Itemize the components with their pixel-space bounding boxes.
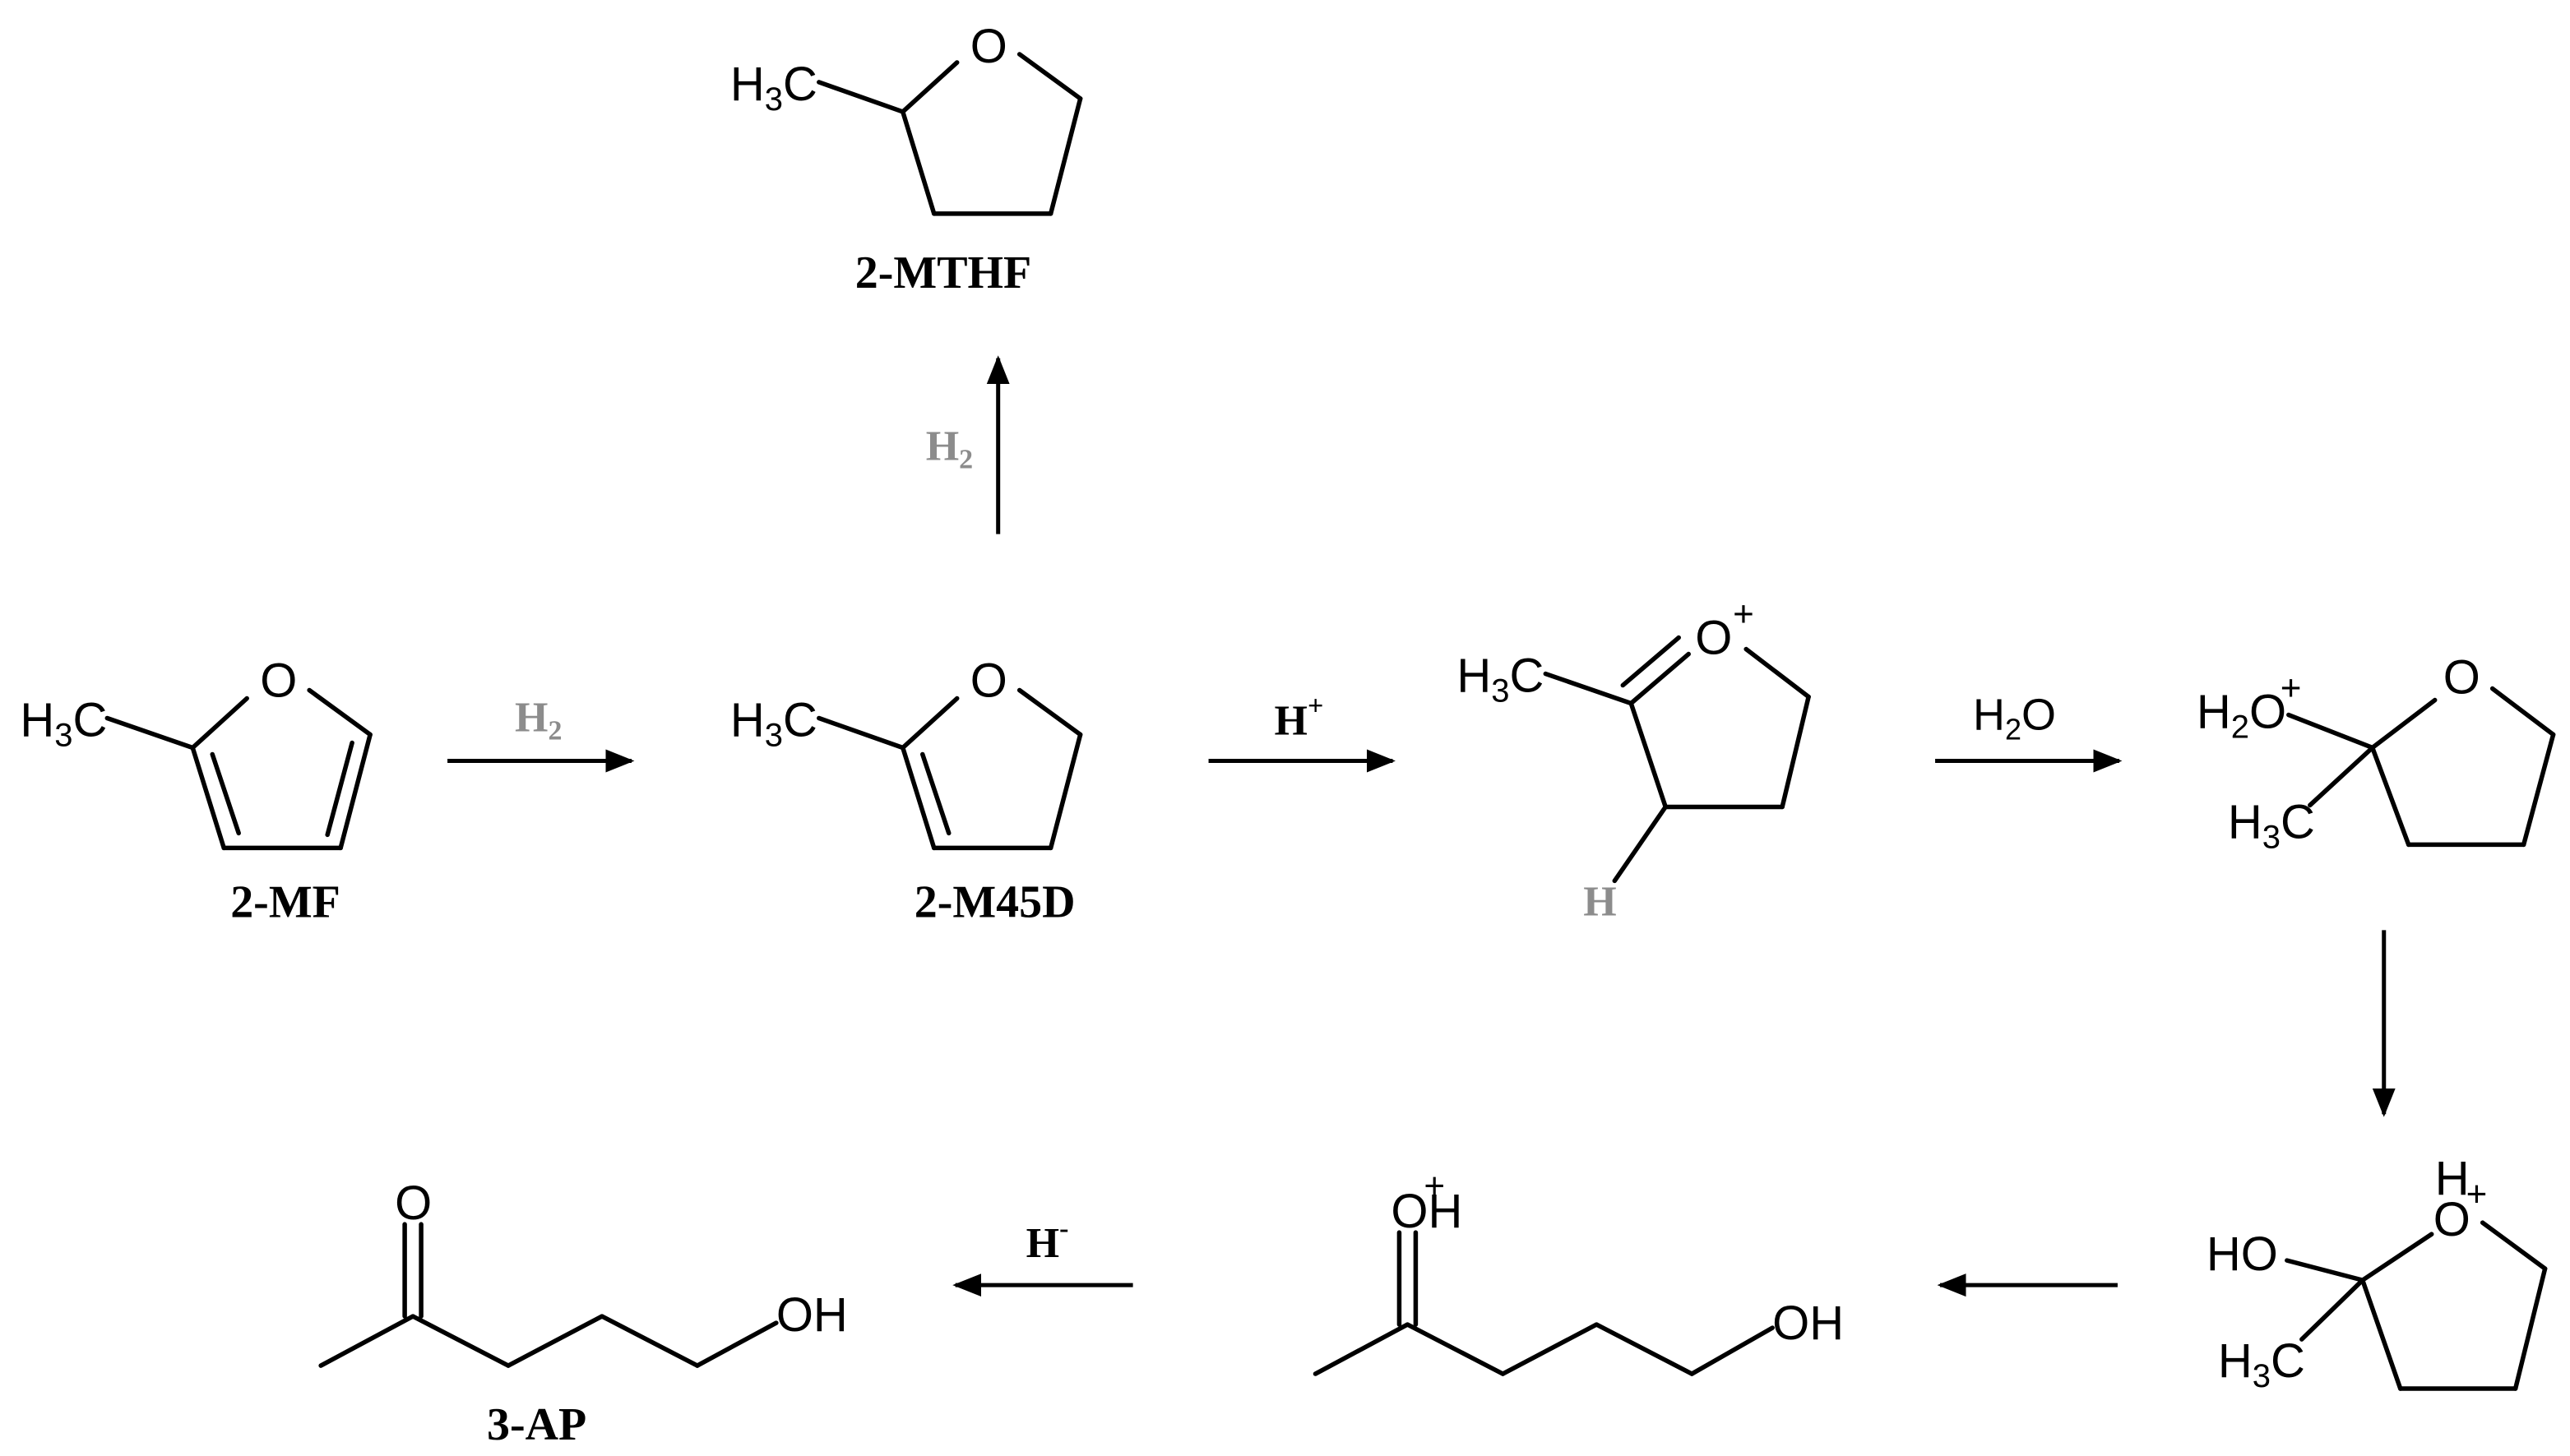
arrow-oxocarbenium-to-hydrated: H2O	[1935, 690, 2123, 773]
compound-label-2-mf: 2-MF	[230, 876, 340, 927]
mf-methyl: H3C	[20, 694, 107, 753]
hemiketal-methyl: H3C	[2218, 1335, 2305, 1394]
compound-label-3-ap: 3-AP	[487, 1399, 586, 1450]
compound-3-ap: O OH 3-AP	[318, 1177, 848, 1450]
compound-2-mf: H3C O 2-MF	[20, 655, 373, 927]
compound-2-mthf: H3C O 2-MTHF	[730, 21, 1083, 298]
hemiketal-oxygen: O	[2433, 1194, 2470, 1246]
compound-label-2-mthf: 2-MTHF	[855, 247, 1031, 298]
ap-carbonyl-oxygen: O	[395, 1177, 432, 1230]
oxocarbenium-methyl: H3C	[1456, 650, 1544, 710]
mf-oxygen: O	[260, 655, 297, 708]
reagent-h-plus-step3: H+	[1275, 691, 1324, 745]
hydrated-oxygen: O	[2443, 652, 2480, 705]
arrow-m45d-to-oxocarbenium: H+	[1208, 691, 1396, 773]
hemiketal-charge: +	[2466, 1174, 2488, 1214]
oxocarbenium-hydrogen: H	[1583, 878, 1616, 925]
compound-oxocarbenium: H3C O + H	[1456, 594, 1811, 925]
protonated-ketone-hydroxyl: OH	[1772, 1297, 1844, 1350]
mthf-methyl: H3C	[730, 58, 817, 118]
m45d-oxygen: O	[970, 655, 1007, 708]
protonated-ketone-oxonium: OH	[1391, 1186, 1462, 1238]
protonated-ketone-charge: +	[1424, 1166, 1445, 1206]
arrow-protonated-ketone-to-3-ap: H-	[952, 1213, 1133, 1297]
oxocarbenium-charge: +	[1733, 594, 1754, 635]
m45d-methyl: H3C	[730, 694, 817, 753]
hemiketal-oxonium-h: H	[2435, 1153, 2470, 1205]
compound-label-2-m45d: 2-M45D	[915, 876, 1076, 927]
reagent-h2o-step4: H2O	[1973, 690, 2056, 746]
reagent-h-minus-step7: H-	[1026, 1213, 1069, 1267]
hydrated-methyl: H3C	[2228, 796, 2315, 855]
arrow-m45d-to-mthf: H2	[926, 355, 1010, 534]
arrow-mf-to-m45d: H2	[447, 694, 635, 773]
oxocarbenium-oxygen: O	[1695, 612, 1732, 665]
reagent-h2-step1: H2	[515, 694, 562, 746]
ap-hydroxyl: OH	[776, 1289, 848, 1342]
hydrated-charge: +	[2281, 668, 2302, 709]
compound-hydrated-intermediate: H2O + H3C O	[2197, 652, 2556, 855]
reagent-h2-step2: H2	[926, 423, 973, 475]
hemiketal-hydroxyl: HO	[2206, 1228, 2278, 1281]
compound-2-m45d: H3C O 2-M45D	[730, 655, 1083, 927]
compound-protonated-ketone: OH + OH	[1313, 1166, 1844, 1376]
compound-protonated-hemiketal: HO H3C H + O	[2206, 1153, 2548, 1394]
hydrated-oxonium: H2O	[2197, 686, 2286, 746]
mthf-oxygen: O	[970, 21, 1007, 73]
